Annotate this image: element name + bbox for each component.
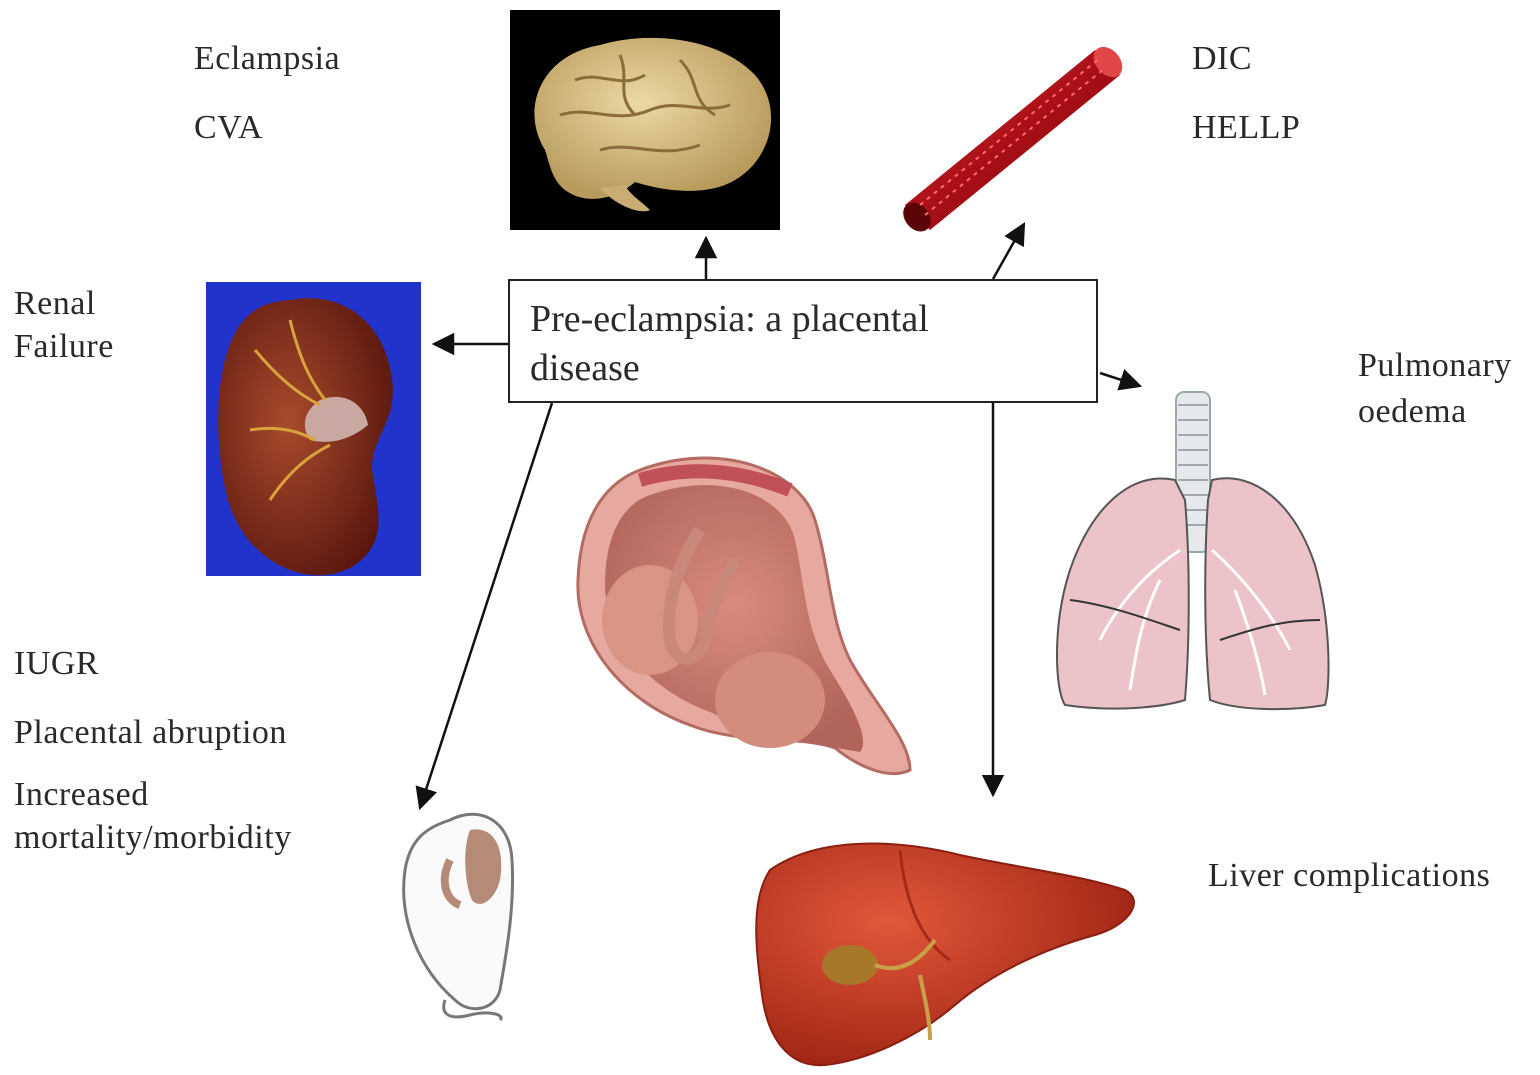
label-hellp: HELLP bbox=[1192, 107, 1300, 150]
center-box: Pre-eclampsia: a placental disease bbox=[508, 279, 1098, 403]
arrow-to-vessel bbox=[993, 224, 1024, 279]
brain-image bbox=[510, 10, 780, 230]
uterus-fetus-image bbox=[578, 458, 910, 774]
label-iugr: IUGR bbox=[14, 643, 292, 686]
arrow-to-placenta bbox=[420, 403, 552, 808]
label-renal: Renal bbox=[14, 283, 114, 326]
label-failure: Failure bbox=[14, 326, 114, 369]
label-oedema: oedema bbox=[1358, 389, 1512, 435]
label-eclampsia: Eclampsia bbox=[194, 38, 340, 81]
label-cva: CVA bbox=[194, 107, 340, 150]
arrow-to-lungs bbox=[1100, 373, 1140, 386]
fetal-labels: IUGR Placental abruption Increased morta… bbox=[14, 643, 292, 859]
label-increased: Increased bbox=[14, 774, 292, 817]
lungs-image bbox=[1057, 392, 1329, 709]
blood-vessel-image bbox=[898, 41, 1129, 237]
brain-labels: Eclampsia CVA bbox=[194, 38, 340, 149]
center-title-line-2: disease bbox=[530, 344, 1076, 393]
vessel-labels: DIC HELLP bbox=[1192, 38, 1300, 149]
center-title-line-1: Pre-eclampsia: a placental bbox=[530, 295, 1076, 344]
label-pulmonary: Pulmonary bbox=[1358, 343, 1512, 389]
liver-labels: Liver complications bbox=[1208, 855, 1490, 898]
kidney-labels: Renal Failure bbox=[14, 283, 114, 368]
label-dic: DIC bbox=[1192, 38, 1300, 81]
label-mortality-morbidity: mortality/morbidity bbox=[14, 817, 292, 860]
label-liver-complications: Liver complications bbox=[1208, 855, 1490, 898]
liver-image bbox=[756, 844, 1134, 1066]
placenta-sketch-image bbox=[404, 814, 513, 1020]
kidney-image bbox=[206, 282, 421, 576]
lungs-labels: Pulmonary oedema bbox=[1358, 343, 1512, 435]
label-placental-abruption: Placental abruption bbox=[14, 712, 292, 755]
